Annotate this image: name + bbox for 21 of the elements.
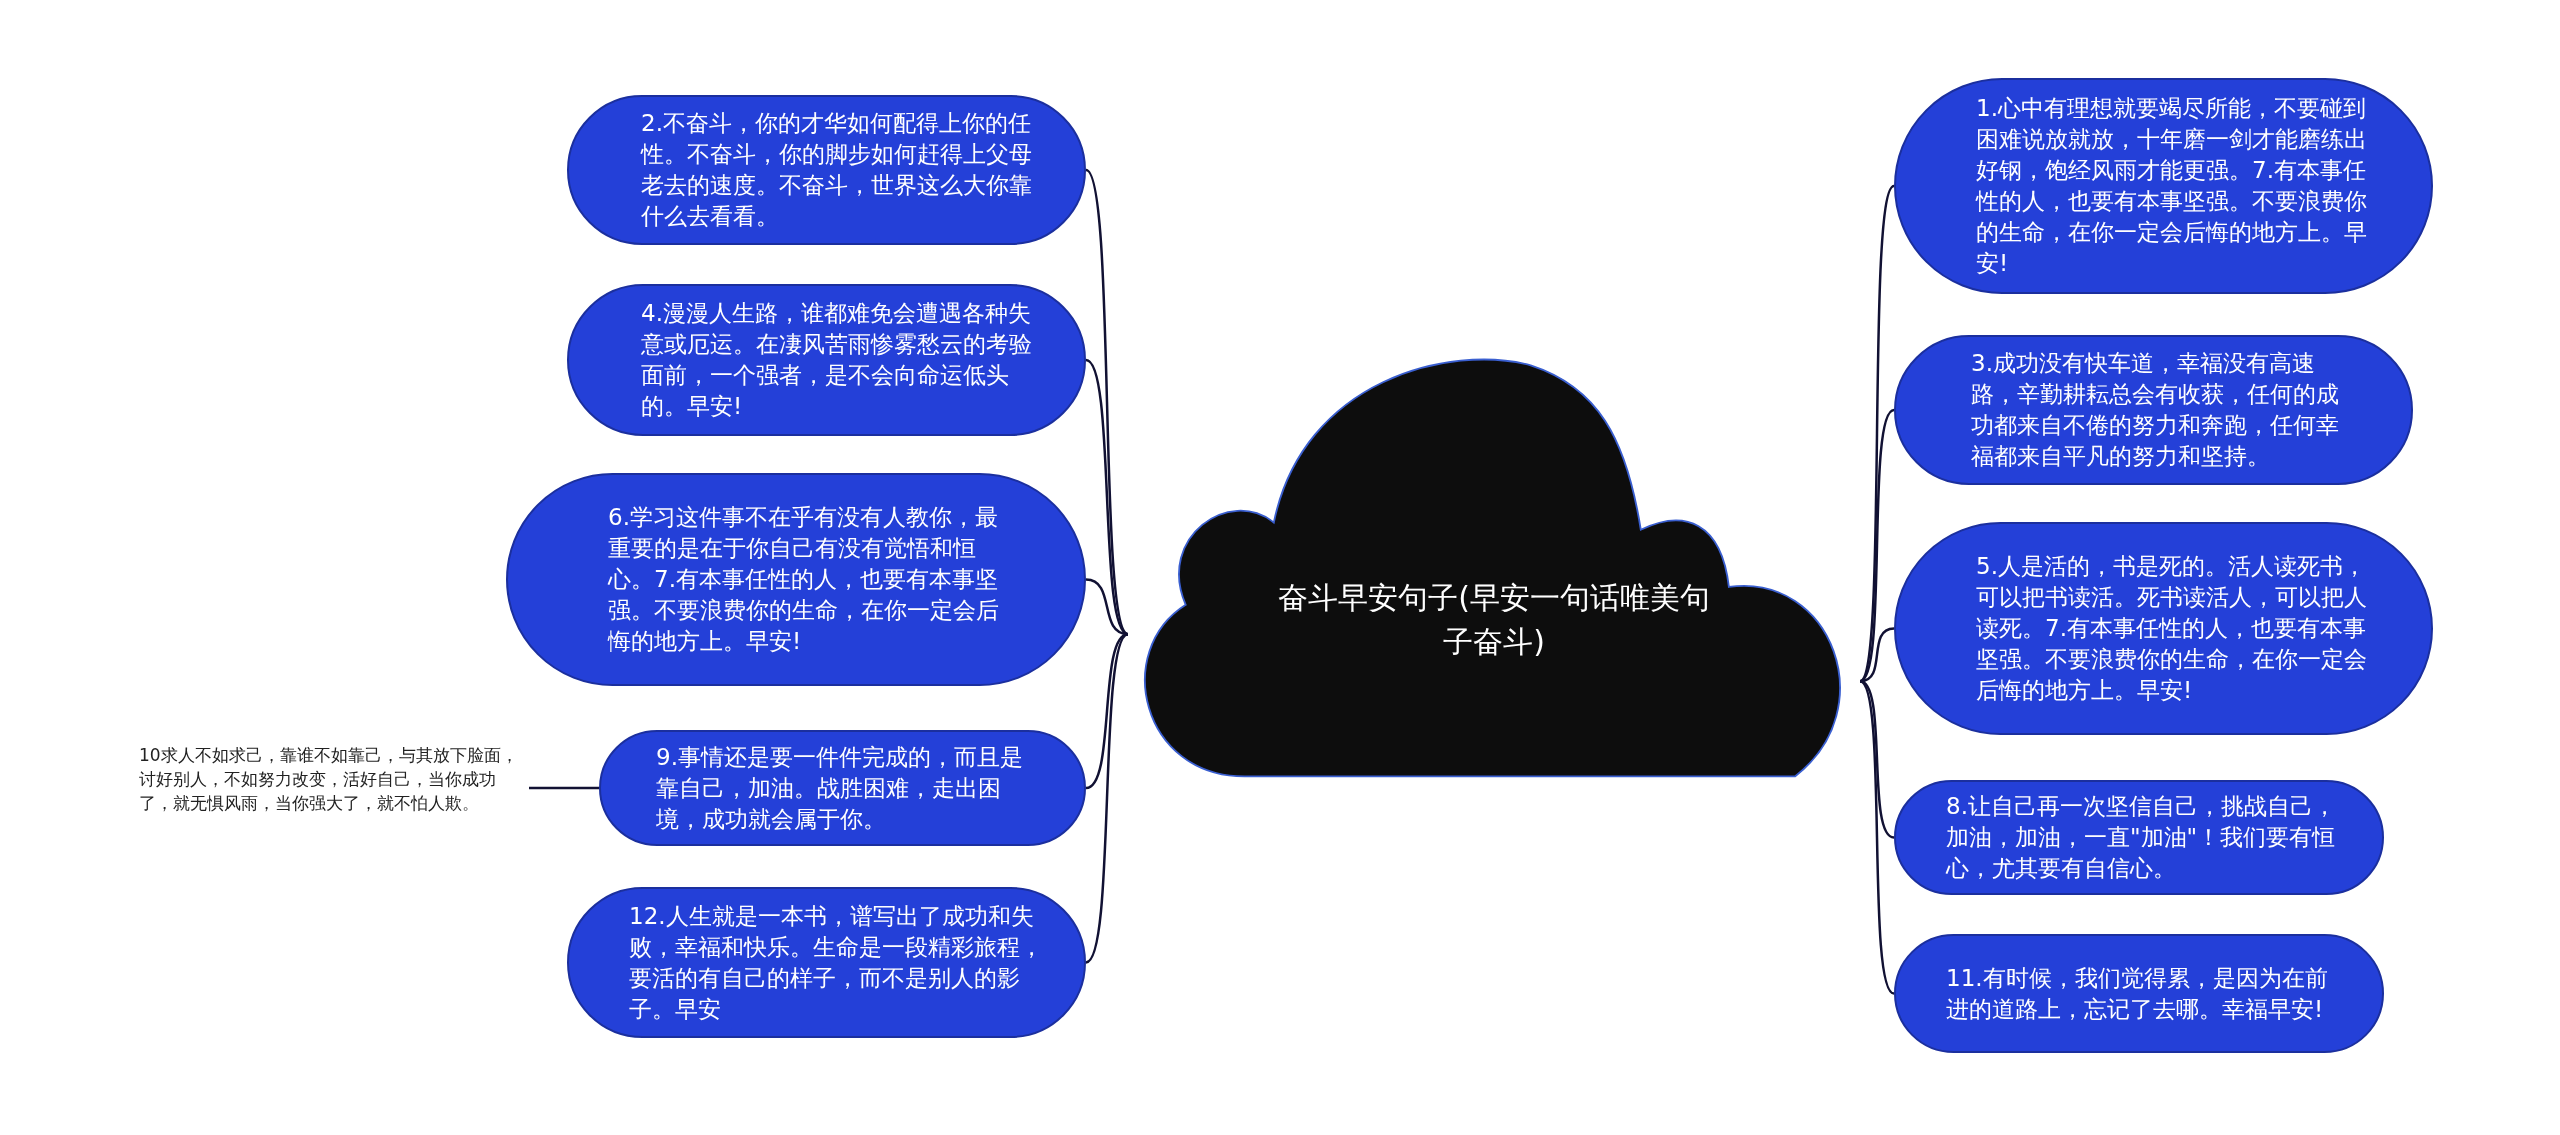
connector-line [1858,185,1896,682]
connector-line [1085,169,1129,635]
topic-box: 2.不奋斗，你的才华如何配得上你的任性。不奋斗，你的脚步如何赶得上父母老去的速度。不奋斗，世界这么大你靠什么去看看。 [567,95,1086,245]
connector-line [1085,359,1129,636]
note-text: 10求人不如求己，靠谁不如靠己，与其放下脸面，讨好别人，不如努力改变，活好自己，当你成功了，就无惧风雨，当你强大了，就不怕人欺。 [139,743,529,839]
topic-box: 1.心中有理想就要竭尽所能，不要碰到困难说放就放，十年磨一剑才能磨练出好钢，饱经风雨才能更强。7.有本事任性的人，也要有本事坚强。不要浪费你的生命，在你一定会后悔的地方上。早安! [1894,78,2433,294]
topic-box: 11.有时候，我们觉得累，是因为在前进的道路上，忘记了去哪。幸福早安! [1894,934,2384,1053]
topic-box: 4.漫漫人生路，谁都难免会遭遇各种失意或厄运。在凄风苦雨惨雾愁云的考验面前，一个强者，是不会向命运低头的。早安! [567,284,1086,436]
topic-box: 8.让自己再一次坚信自己，挑战自己，加油，加油，一直"加油"！我们要有恒心，尤其要有自信心。 [1894,780,2384,895]
topic-box: 12.人生就是一本书，谱写出了成功和失败，幸福和快乐。生命是一段精彩旅程，要活的有自己的样子，而不是别人的影子。早安 [567,887,1086,1038]
topic-box: 3.成功没有快车道，幸福没有高速路，辛勤耕耘总会有收获，任何的成功都来自不倦的努力和奔跑，任何幸福都来自平凡的努力和坚持。 [1894,335,2413,485]
connector-line [1085,633,1129,790]
connector-line [529,786,599,790]
topic-box: 5.人是活的，书是死的。活人读死书，可以把书读活。死书读活人，可以把人读死。7.有本事任性的人，也要有本事坚强。不要浪费你的生命，在你一定会后悔的地方上。早安! [1894,522,2433,735]
topic-box: 9.事情还是要一件件完成的，而且是靠自己，加油。战胜困难，走出困境，成功就会属于你。 [599,730,1086,846]
connector-line [1859,680,1895,839]
topic-box: 6.学习这件事不在乎有没有人教你，最重要的是在于你自己有没有觉悟和恒心。7.有本事任性的人，也要有本事坚强。不要浪费你的生命，在你一定会后悔的地方上。早安! [506,473,1086,686]
connector-line [1859,409,1895,683]
connector-line [1085,633,1129,964]
connector-line [1859,680,1895,995]
topic-text: 奋斗早安句子(早安一句话唯美句子奋斗) [1277,579,1711,661]
